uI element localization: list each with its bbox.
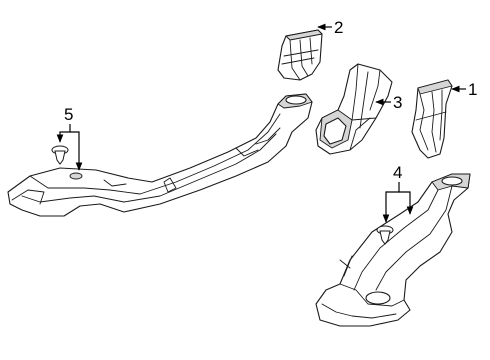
callout-5: 5 <box>64 105 73 124</box>
fastener-5-push-pin <box>51 145 69 165</box>
callout-4: 4 <box>393 163 402 182</box>
part-3-center-duct[interactable] <box>315 63 393 155</box>
part-1-side-duct[interactable] <box>411 79 453 159</box>
callout-2: 2 <box>334 18 343 37</box>
part-4-rear-duct[interactable] <box>315 173 471 327</box>
callout-3: 3 <box>393 93 402 112</box>
part-5-floor-duct[interactable] <box>7 93 313 217</box>
fastener-4-push-pin <box>376 225 394 245</box>
leader-lines <box>56 23 466 223</box>
part-2-duct-adapter[interactable] <box>277 29 323 81</box>
callout-1: 1 <box>468 80 477 99</box>
